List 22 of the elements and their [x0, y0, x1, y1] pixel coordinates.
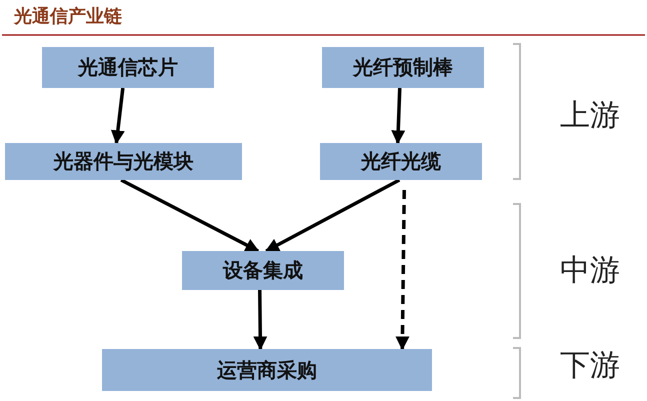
- process-box: [322, 47, 484, 88]
- arrow: [120, 178, 260, 253]
- process-box: [102, 349, 432, 391]
- stage-label: 上游: [560, 97, 620, 135]
- stage-label: 下游: [560, 347, 620, 385]
- process-box: [5, 143, 242, 180]
- process-box: [320, 143, 482, 180]
- node-label: 设备集成: [223, 257, 303, 284]
- process-box: [42, 47, 214, 88]
- arrow: [110, 88, 125, 144]
- title: 光通信产业链: [14, 5, 122, 28]
- node-label: 运营商采购: [217, 356, 317, 384]
- stage-label: 中游: [560, 252, 620, 290]
- node-label: 光器件与光模块: [54, 148, 194, 175]
- node-label: 光纤预制棒: [353, 54, 453, 81]
- node-label: 光纤光缆: [361, 148, 441, 175]
- node-label: 光通信芯片: [78, 54, 178, 81]
- arrow: [265, 178, 400, 253]
- process-box: [182, 251, 344, 290]
- arrow: [395, 190, 410, 350]
- arrow: [391, 88, 406, 144]
- arrow: [253, 290, 268, 350]
